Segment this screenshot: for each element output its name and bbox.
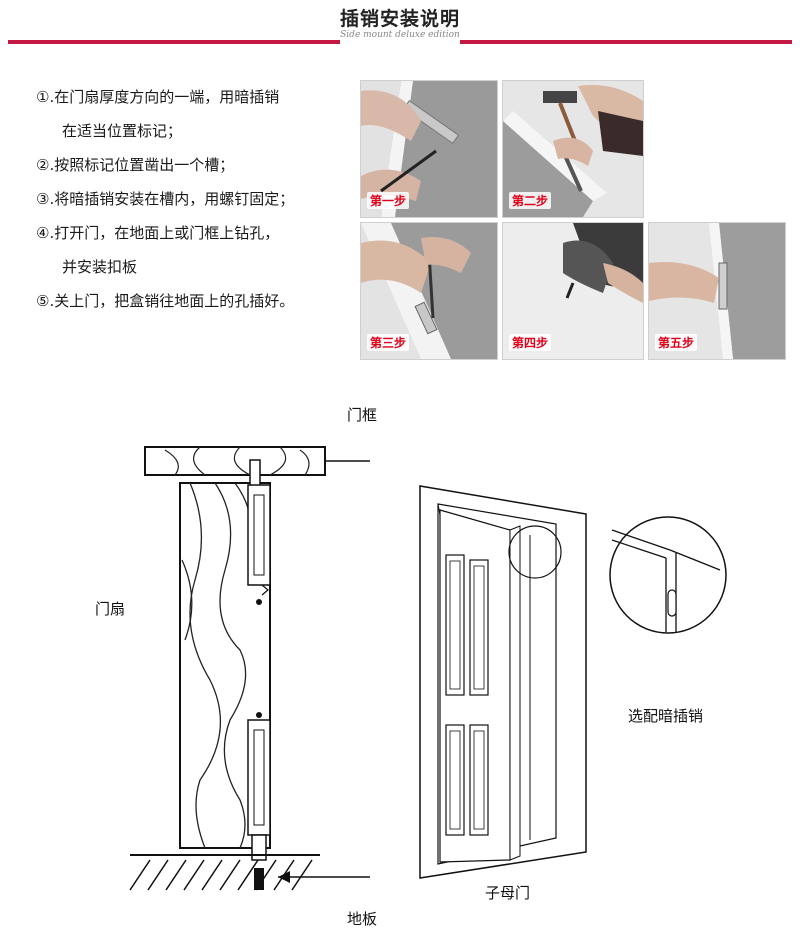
step-2-tag: 第二步 (509, 192, 552, 209)
page-header: 插销安装说明 Side mount deluxe edition (0, 0, 800, 60)
bolt-detail-magnified (609, 516, 727, 634)
step-1-photo: 第一步 (360, 80, 498, 218)
step-2-photo: 第二步 (502, 80, 644, 218)
step-5-tag: 第五步 (655, 334, 698, 351)
header-rule-gap (340, 38, 460, 46)
page-subtitle: Side mount deluxe edition (340, 30, 460, 40)
double-door-label: 子母门 (485, 884, 531, 902)
step-4-tag: 第四步 (509, 334, 552, 351)
floor-arrow-icon (278, 871, 290, 883)
double-door-drawing (419, 485, 587, 879)
step-1-tag: 第一步 (367, 192, 410, 209)
step-1-text: ①.在门扇厚度方向的一端，用暗插销 (36, 88, 280, 106)
flush-bolt-label: 选配暗插销 (628, 707, 704, 725)
step-3-photo: 第三步 (360, 222, 498, 360)
step-3-text: ③.将暗插销安装在槽内，用螺钉固定； (36, 190, 295, 208)
door-frame-label: 门框 (347, 406, 378, 424)
floor-hatching (129, 854, 320, 891)
step-5-photo: 第五步 (648, 222, 786, 360)
door-leaf-label: 门扇 (95, 600, 126, 618)
step-4-text: ④.打开门，在地面上或门框上钻孔， (36, 224, 280, 242)
drilling-photo-icon (503, 223, 643, 359)
step-1-text-cont: 在适当位置标记； (62, 122, 183, 140)
bottom-flush-bolt (247, 712, 271, 890)
installation-diagram (129, 446, 727, 891)
step-3-tag: 第三步 (367, 334, 410, 351)
step-4-photo: 第四步 (502, 222, 644, 360)
floor-label: 地板 (347, 910, 378, 928)
step-2-text: ②.按照标记位置凿出一个槽； (36, 156, 235, 174)
top-flush-bolt (247, 459, 271, 605)
step-5-text: ⑤.关上门，把盒销往地面上的孔插好。 (36, 292, 295, 310)
page-title: 插销安装说明 (339, 8, 460, 30)
door-frame-beam (144, 446, 326, 476)
instruction-list: ①.在门扇厚度方向的一端，用暗插销 在适当位置标记； ②.按照标记位置凿出一个槽… (36, 80, 356, 318)
step-4-text-cont: 并安装扣板 (62, 258, 138, 276)
